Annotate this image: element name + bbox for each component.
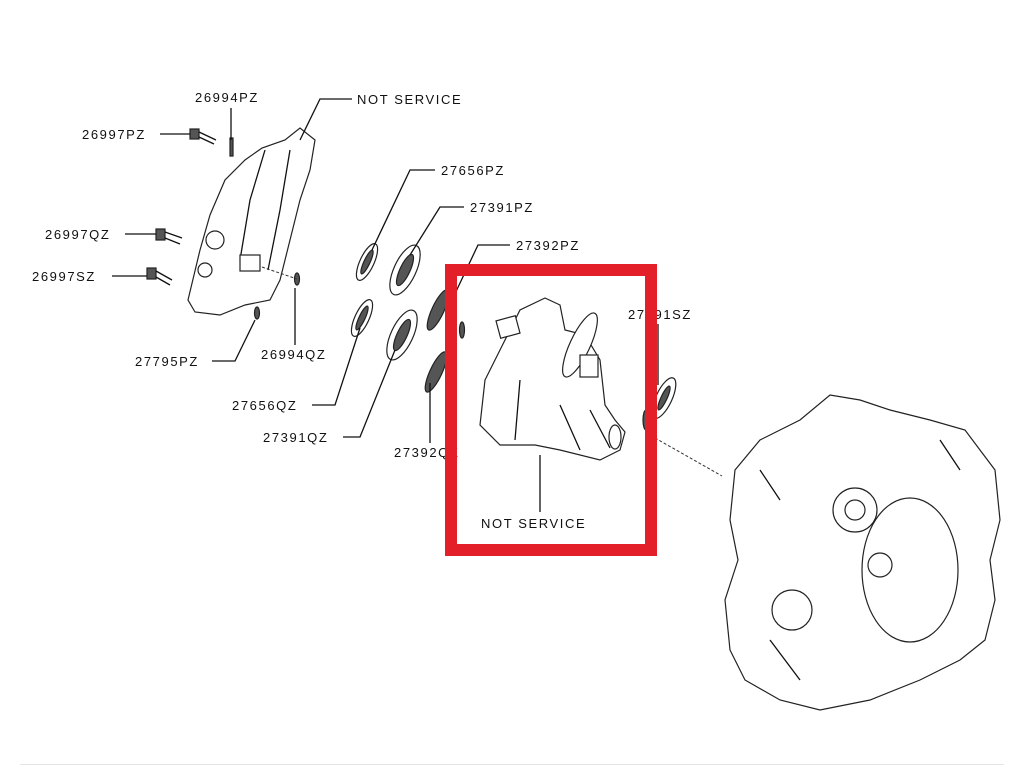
label-27391sz: 27391SZ	[628, 307, 692, 322]
divider	[20, 764, 1004, 765]
bolt-26997sz	[146, 267, 173, 286]
cover-plate	[187, 127, 316, 316]
highlight-box	[445, 264, 657, 556]
differential-assembly	[479, 297, 626, 461]
label-not-service-differential: NOT SERVICE	[481, 516, 586, 531]
pin	[458, 321, 466, 339]
label-27391pz: 27391PZ	[470, 200, 534, 215]
pin-26994pz	[229, 137, 234, 157]
label-27392qz: 27392QZ	[394, 445, 459, 460]
label-27656qz: 27656QZ	[232, 398, 297, 413]
label-27391qz: 27391QZ	[263, 430, 328, 445]
bolt-26997pz	[189, 128, 217, 145]
label-26994qz: 26994QZ	[261, 347, 326, 362]
label-27656pz: 27656PZ	[441, 163, 505, 178]
transaxle-case	[724, 394, 1001, 711]
label-27795pz: 27795PZ	[135, 354, 199, 369]
bearing-27391pz	[389, 244, 421, 296]
label-26997pz: 26997PZ	[82, 127, 146, 142]
shim-27656pz	[355, 243, 379, 281]
label-27392pz: 27392PZ	[516, 238, 580, 253]
label-26994pz: 26994PZ	[195, 90, 259, 105]
shim-27656qz	[350, 299, 374, 337]
label-26997qz: 26997QZ	[45, 227, 110, 242]
bolt-26997qz	[155, 228, 183, 245]
label-not-service-top: NOT SERVICE	[357, 92, 462, 107]
pin-27795pz	[253, 306, 261, 320]
bearing-27391qz	[386, 309, 418, 361]
label-26997sz: 26997SZ	[32, 269, 96, 284]
